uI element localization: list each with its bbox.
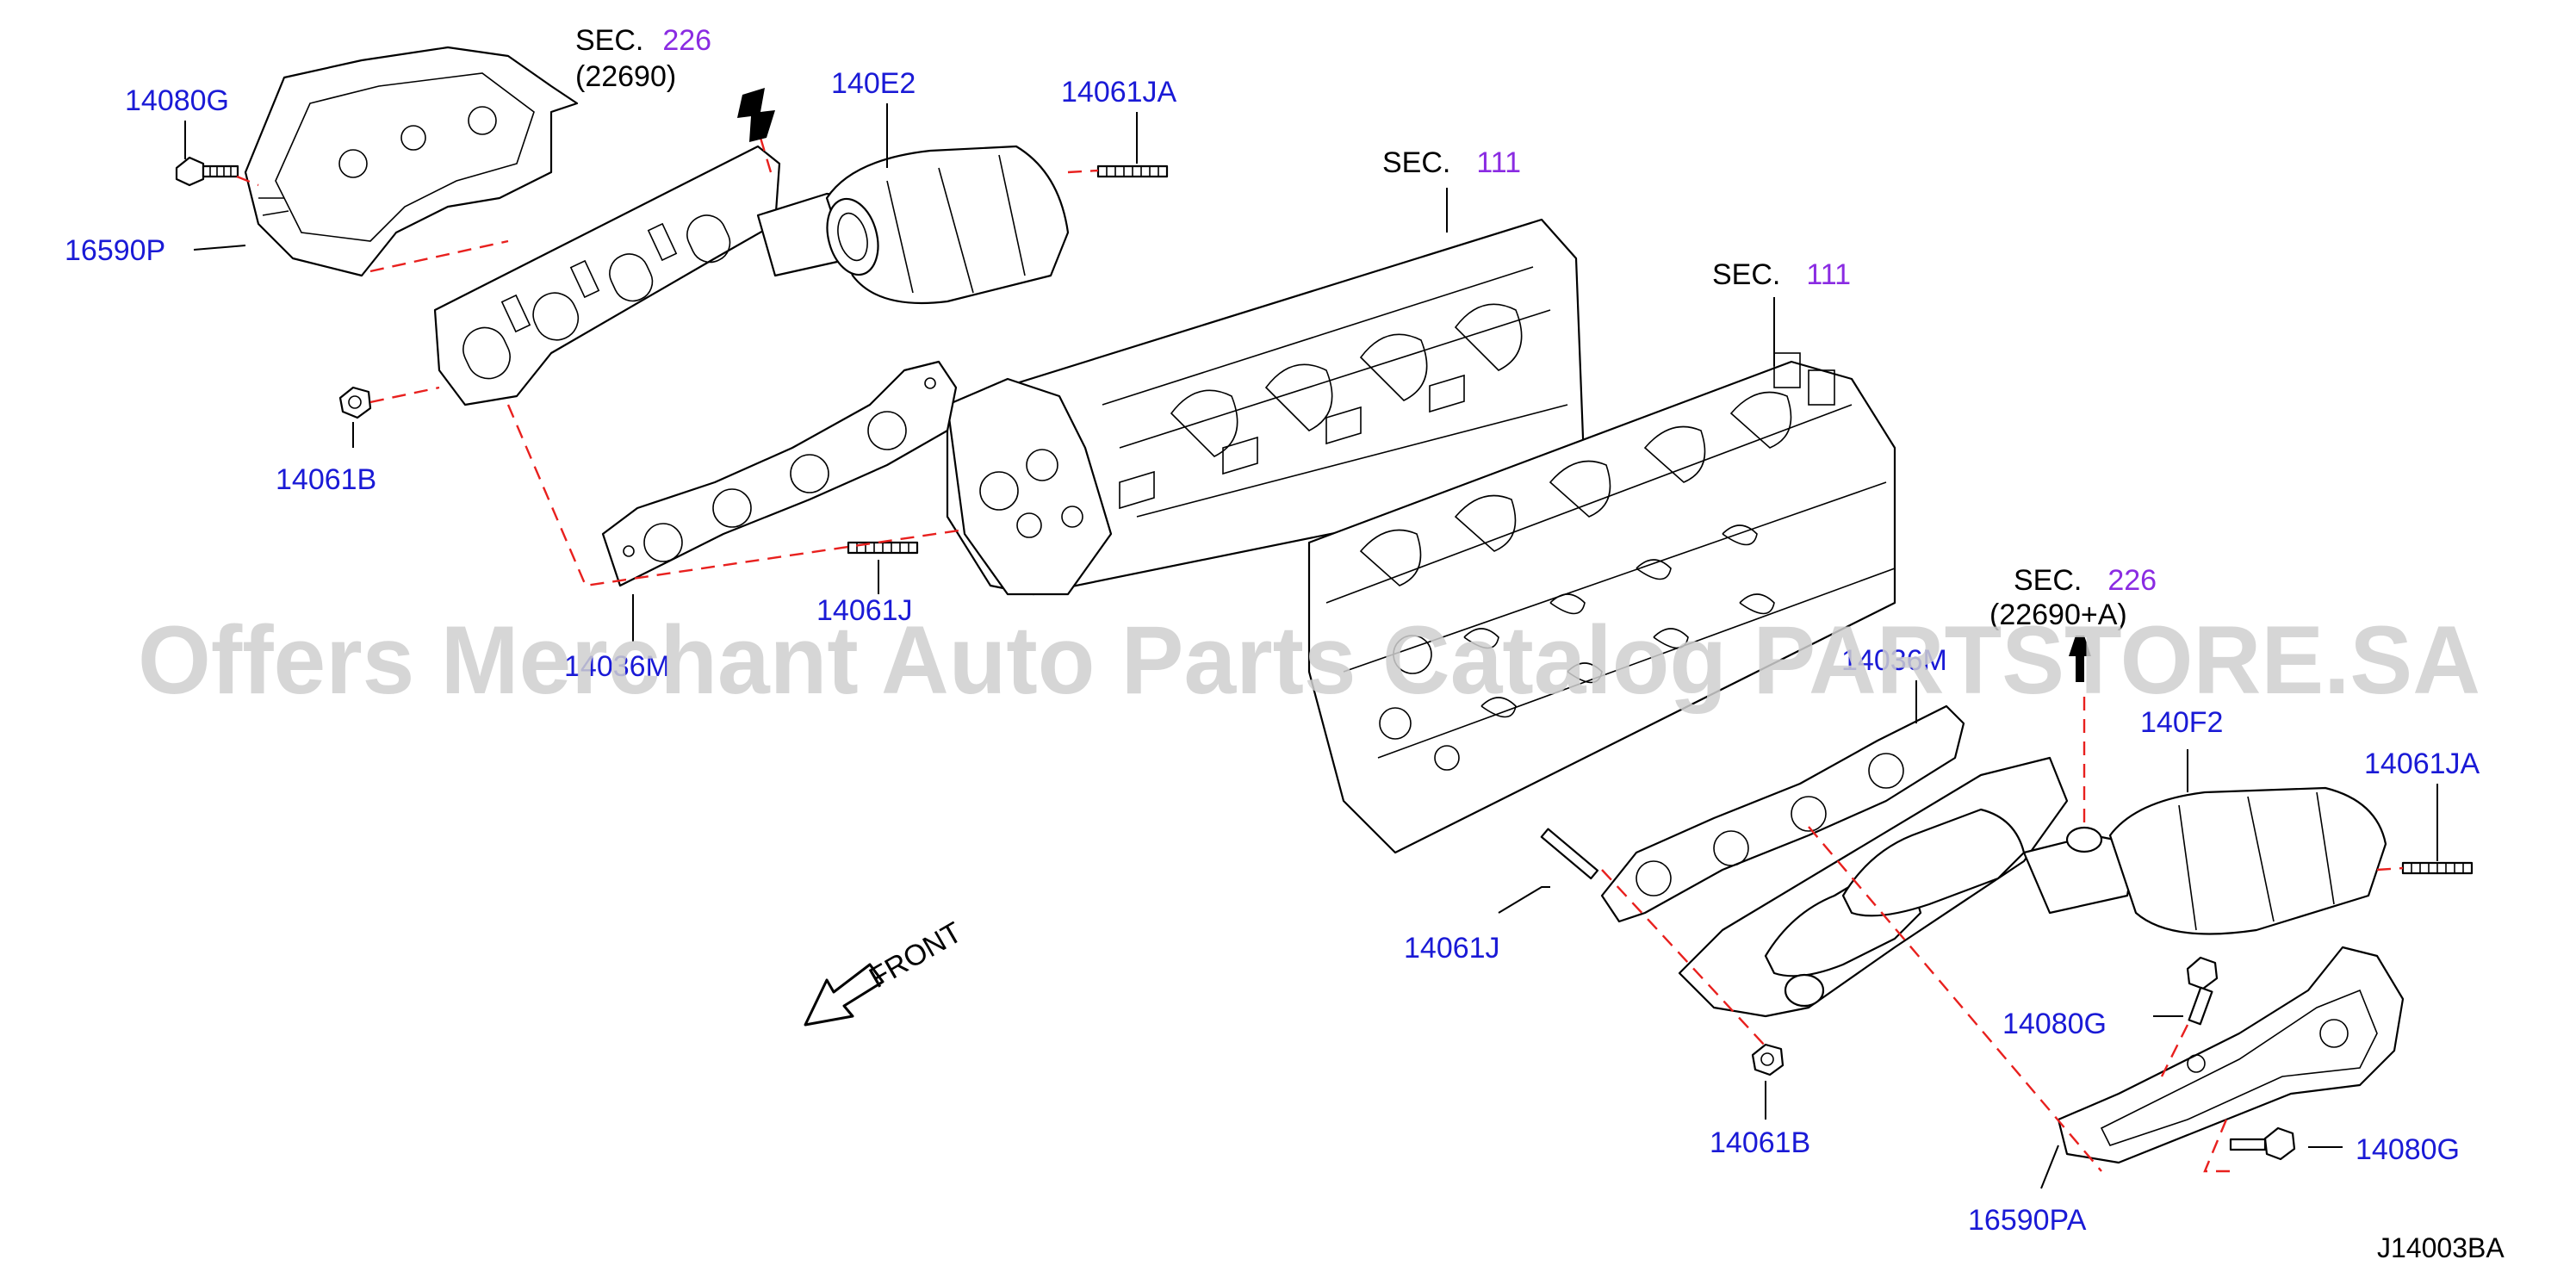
part-label-140E2: 140E2	[831, 67, 916, 100]
heat-shield-right	[2057, 946, 2405, 1164]
catalytic-converter-left	[825, 145, 1070, 305]
part-label-14036M-right: 14036M	[1841, 644, 1947, 677]
part-label-14080G-mid: 14080G	[2002, 1008, 2107, 1040]
part-label-14080G-right: 14080G	[2356, 1133, 2460, 1166]
part-label-14080G-top: 14080G	[125, 84, 229, 117]
part-label-14061J-top: 14061J	[816, 594, 913, 627]
part-label-14036M-left: 14036M	[564, 650, 670, 683]
section-label-111-b: SEC.111	[1712, 258, 1851, 291]
front-arrow-icon	[804, 963, 885, 1027]
front-label: FRONT	[864, 915, 967, 994]
heat-shield-left	[244, 46, 579, 277]
section-label-111-a: SEC.111	[1382, 146, 1521, 179]
reference-code: J14003BA	[2377, 1232, 2505, 1263]
part-label-14061JA-right: 14061JA	[2364, 748, 2480, 780]
section-labels: SEC.226 (22690) SEC.111 SEC.111 SEC.226 …	[575, 24, 2157, 631]
stud-14061J-bottom	[1540, 828, 1599, 880]
stud-14061JA-right	[2401, 861, 2474, 875]
section-label-226-right: SEC.226	[2014, 564, 2157, 597]
section-sub-22690: (22690)	[575, 60, 676, 93]
part-labels: 14080G 16590P 140E2 14061JA 14061B 14036…	[65, 67, 2480, 1237]
stud-14061JA-top	[1096, 164, 1169, 178]
section-label-226-top: SEC.226	[575, 24, 711, 57]
bolt-14080G-top	[175, 156, 239, 187]
bolt-14080G-mid	[2186, 956, 2219, 1026]
exhaust-manifold-right	[1678, 756, 2138, 1018]
part-label-16590PA: 16590PA	[1968, 1204, 2087, 1237]
gasket-right	[1600, 704, 1965, 923]
part-label-14061B-left: 14061B	[276, 463, 376, 496]
bolt-14080G-right	[2229, 1126, 2296, 1161]
section-sub-22690A: (22690+A)	[1989, 599, 2127, 631]
part-label-140F2: 140F2	[2140, 706, 2223, 739]
part-label-14061JA-top: 14061JA	[1061, 76, 1177, 109]
stud-14061J-top	[847, 541, 919, 555]
part-label-14061J-bottom: 14061J	[1404, 932, 1500, 965]
catalytic-converter-right	[2065, 786, 2387, 935]
part-label-14061B-bottom: 14061B	[1710, 1126, 1810, 1159]
arrow-up-icon	[2069, 636, 2091, 682]
nut-14061B-left	[338, 386, 372, 419]
part-label-16590P: 16590P	[65, 234, 165, 267]
gasket-left	[601, 360, 958, 587]
dashed-assembly-lines	[236, 128, 2404, 1173]
cylinder-head-right	[1307, 352, 1896, 854]
nut-14061B-bottom	[1751, 1043, 1785, 1076]
leader-lines	[184, 103, 2438, 1189]
watermark-text: Offers Merchant Auto Parts Catalog PARTS…	[138, 606, 2480, 714]
arrow-up-icon	[737, 88, 775, 142]
